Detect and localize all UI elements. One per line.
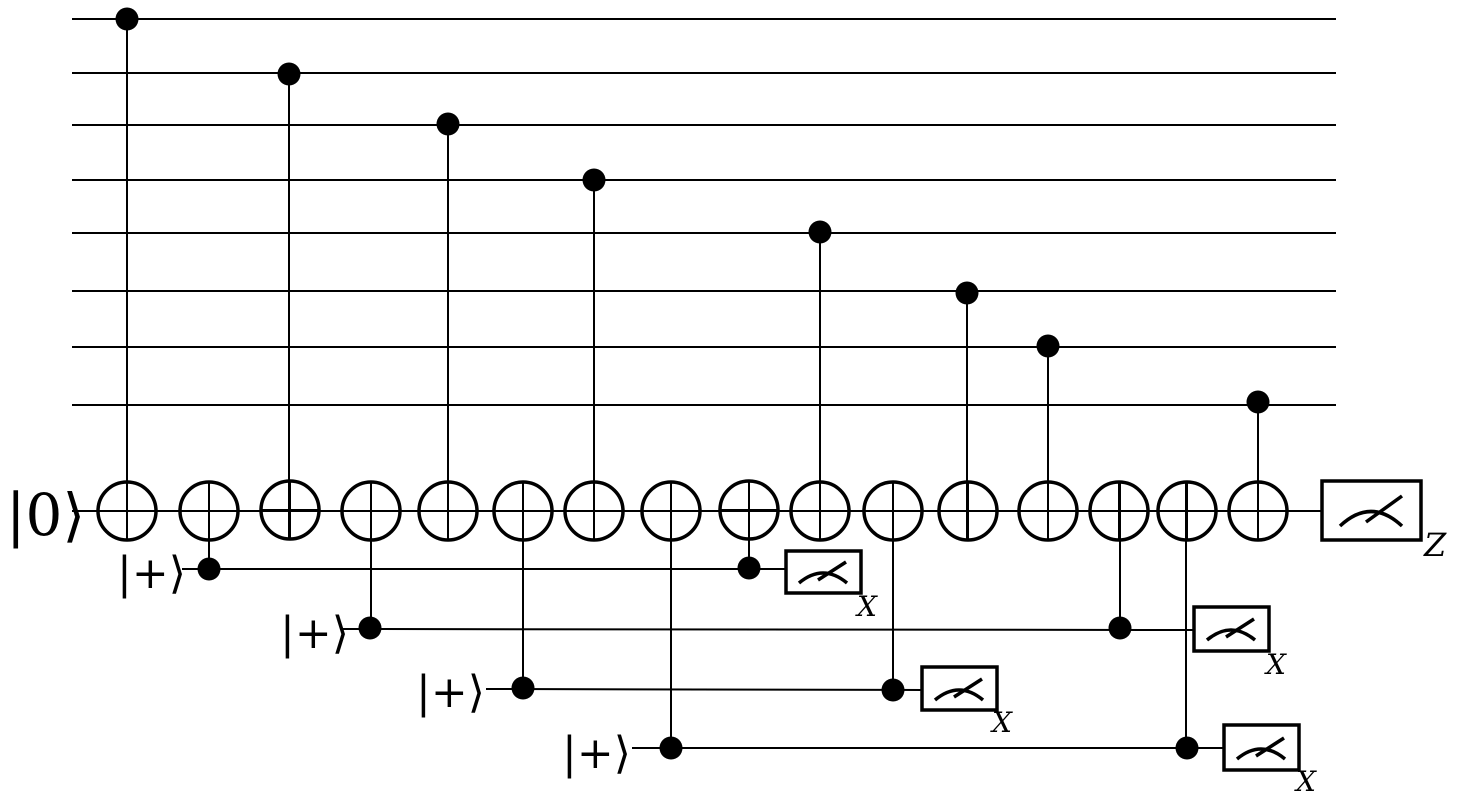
xor-target <box>1088 480 1150 542</box>
control-dot <box>659 736 683 760</box>
control-dot <box>436 112 460 136</box>
xor-target <box>862 480 924 542</box>
measurement-meter-icon <box>1222 723 1301 772</box>
basis-label: X <box>855 590 878 623</box>
ket-zero-label: |0⟩ <box>6 481 85 549</box>
ket-plus-label: |+⟩ <box>562 728 631 779</box>
xor-target <box>1017 480 1079 542</box>
data-wires <box>72 18 1336 406</box>
control-dot <box>358 616 382 640</box>
xor-target <box>937 480 999 542</box>
xor-target <box>178 480 240 542</box>
control-dot <box>737 556 761 580</box>
control-dots <box>115 7 1270 760</box>
xor-targets <box>96 479 1289 542</box>
ancilla-wire-2 <box>341 628 1195 631</box>
xor-target <box>417 480 479 542</box>
control-dot <box>197 557 221 581</box>
xor-target <box>640 480 702 542</box>
measurement-meter-icon <box>1192 605 1271 653</box>
measurement-meter-icon <box>784 549 863 595</box>
basis-label: X <box>1294 765 1317 797</box>
measurement-meter-icon <box>1320 479 1423 542</box>
control-dot <box>881 678 905 702</box>
measurement-meter-icon <box>920 665 999 712</box>
control-dot <box>277 62 301 86</box>
xor-target <box>1227 480 1289 542</box>
ancilla-wire-3 <box>485 688 923 691</box>
control-dot <box>1246 390 1270 414</box>
xor-target <box>340 480 402 542</box>
ancilla-wires <box>182 568 1224 749</box>
xor-target <box>1156 480 1218 542</box>
ket-plus-label: |+⟩ <box>416 667 485 718</box>
control-dot <box>1175 736 1199 760</box>
control-dot <box>1108 616 1132 640</box>
control-dot <box>511 676 535 700</box>
basis-label: Z <box>1423 526 1447 564</box>
control-dot <box>1036 334 1060 358</box>
xor-target <box>789 480 851 542</box>
ket-plus-label: |+⟩ <box>117 548 186 599</box>
ket-plus-label: |+⟩ <box>280 608 349 659</box>
control-dot <box>808 220 832 244</box>
control-dot <box>955 281 979 305</box>
meters <box>784 479 1423 772</box>
xor-target <box>718 479 780 541</box>
xor-target <box>259 479 321 541</box>
basis-label: X <box>990 706 1013 739</box>
basis-label: X <box>1264 648 1287 681</box>
xor-target <box>96 480 158 542</box>
xor-target <box>492 480 554 542</box>
control-dot <box>115 7 139 31</box>
control-dot <box>582 168 606 192</box>
xor-target <box>563 480 625 542</box>
